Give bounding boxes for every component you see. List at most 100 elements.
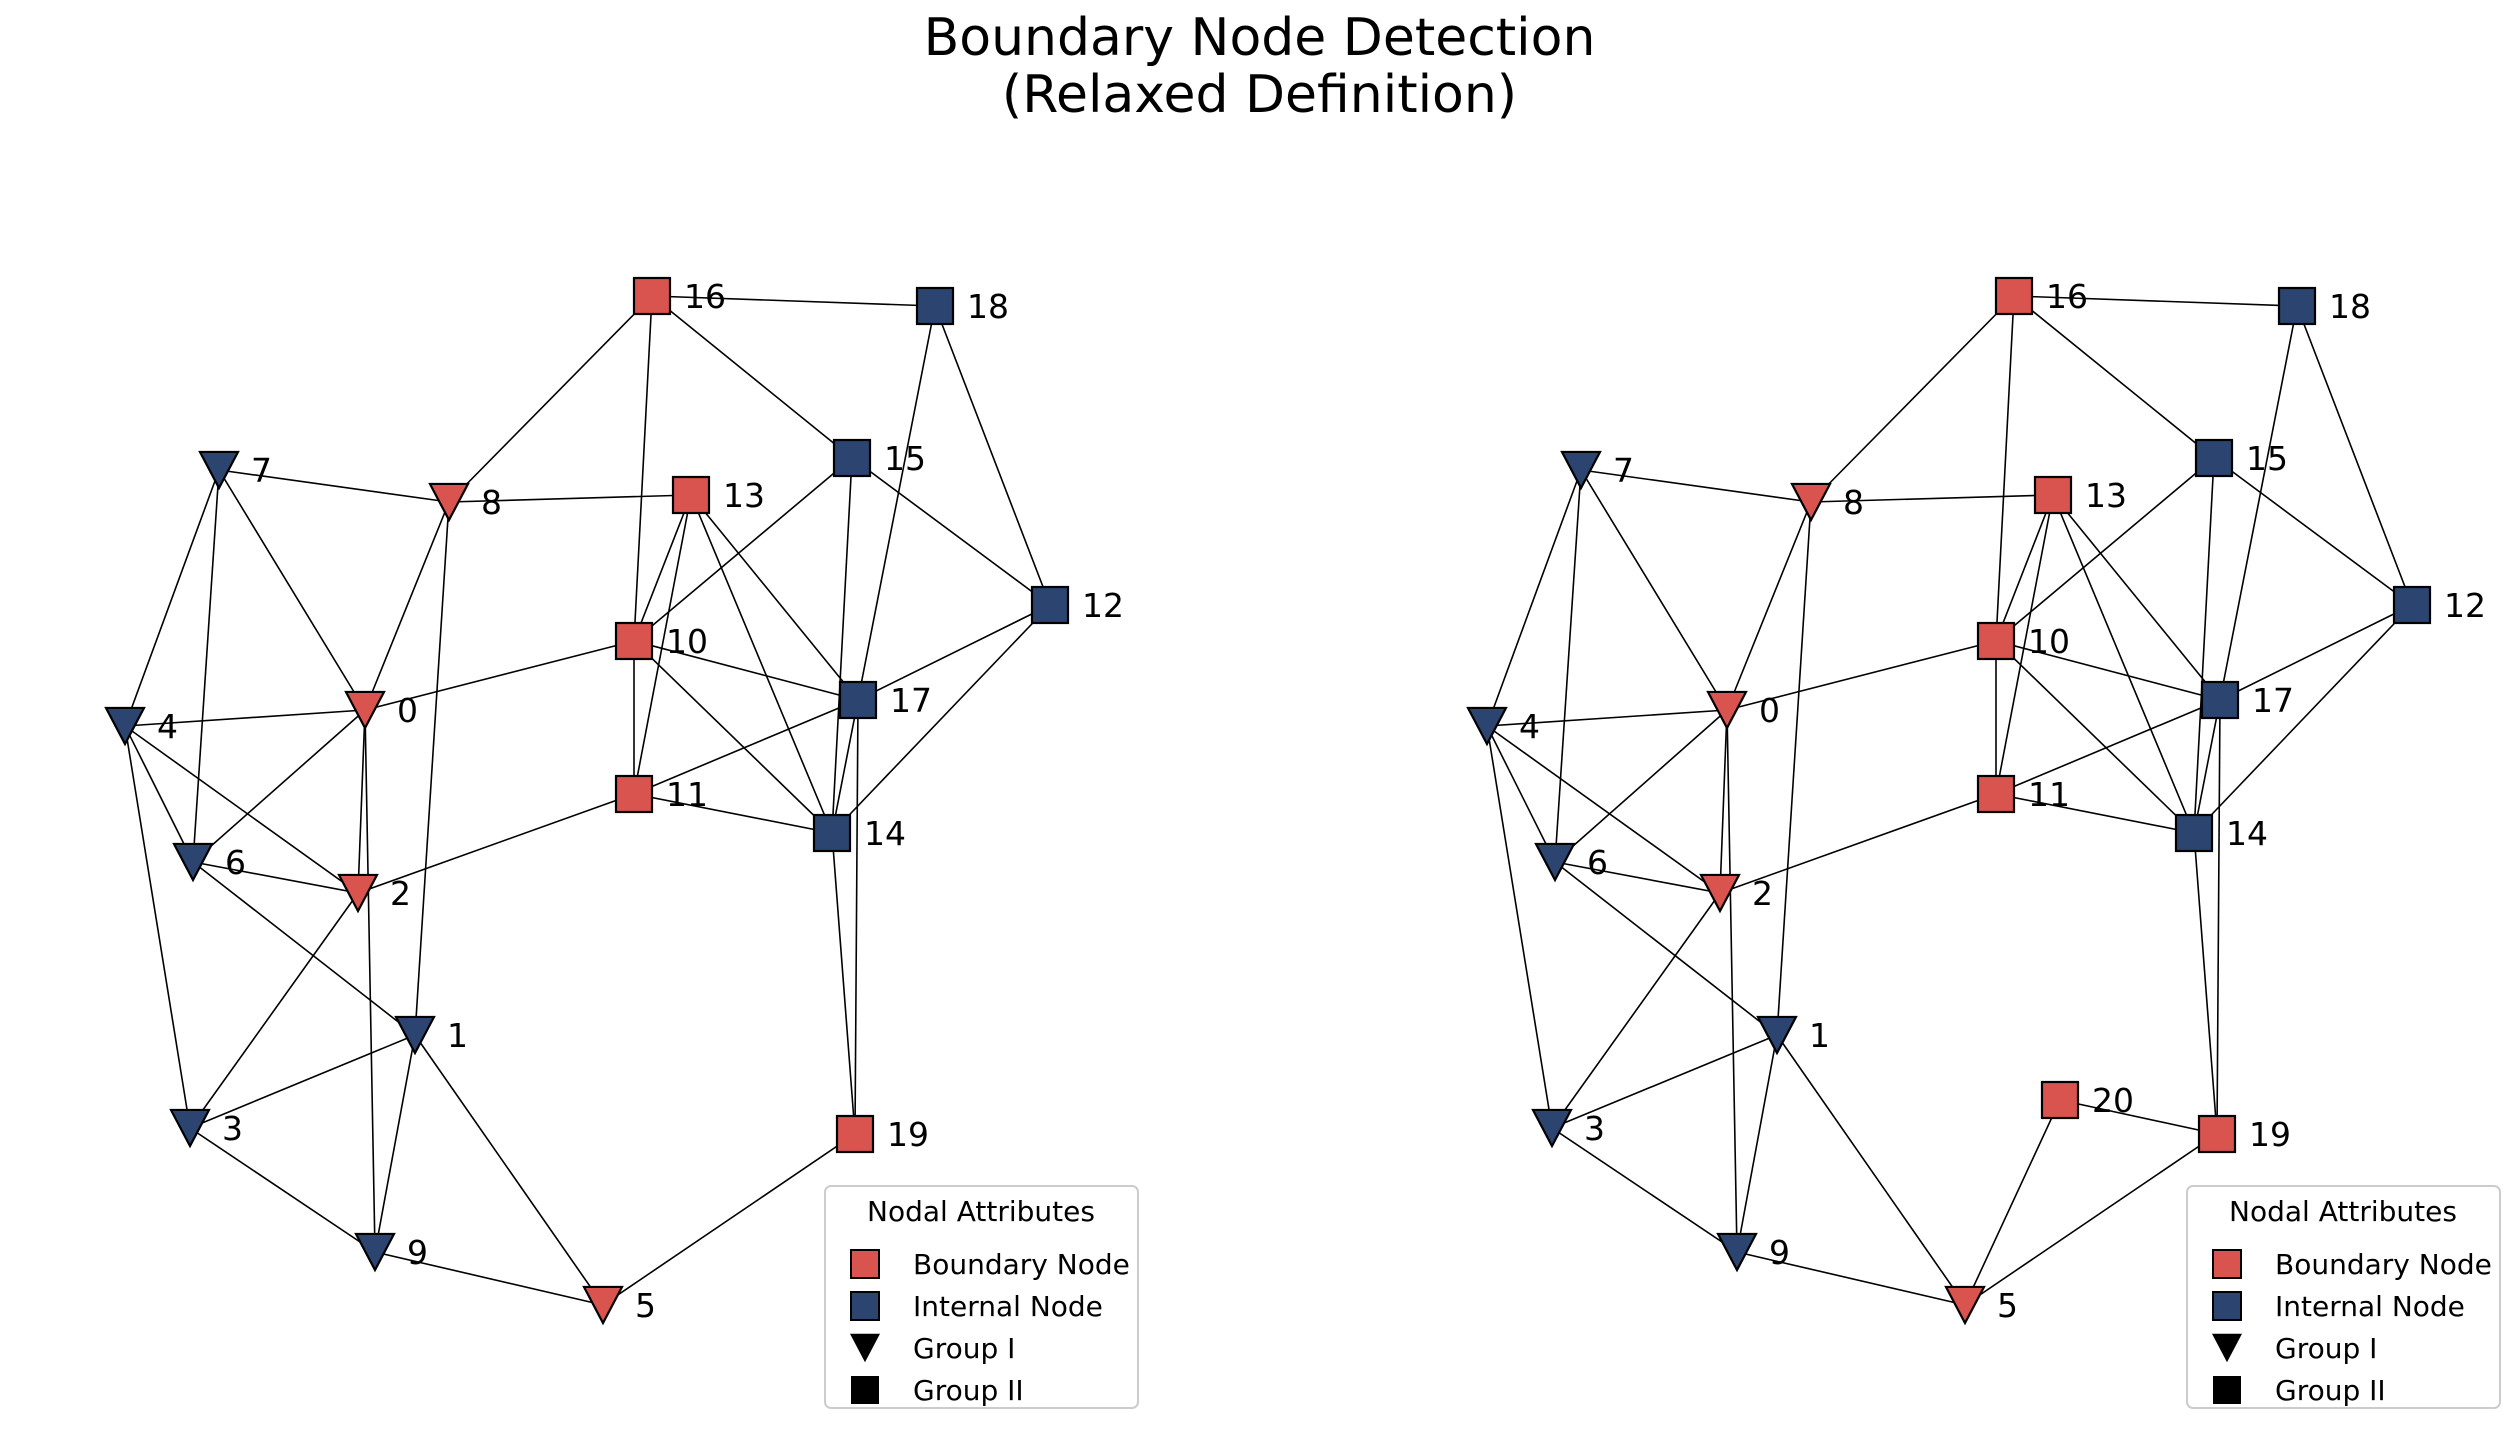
node-3: 3 [1531, 1108, 1605, 1149]
edge-10-14 [1995, 640, 2195, 834]
edge-5-19 [1964, 1133, 2218, 1306]
group-i-triangle-marker [354, 1232, 396, 1273]
group-ii-square-marker [1030, 585, 1070, 625]
edge-7-0 [218, 469, 366, 711]
legend-square-icon [2212, 1291, 2242, 1321]
edge-4-0 [1486, 709, 1728, 727]
node-label: 5 [1997, 1286, 2018, 1325]
node-label: 11 [666, 775, 708, 814]
edge-18-17 [857, 305, 936, 701]
edge-2-3 [189, 892, 359, 1129]
legend-square-icon [850, 1291, 880, 1321]
edge-6-2 [1554, 861, 1721, 894]
node-10: 10 [614, 621, 708, 661]
legend-triangle-icon [850, 1333, 880, 1363]
edge-8-16 [448, 295, 653, 503]
node-label: 11 [2028, 775, 2070, 814]
edge-15-14 [831, 457, 853, 834]
node-4: 4 [1466, 706, 1540, 747]
node-label: 9 [1769, 1233, 1790, 1272]
edge-6-1 [192, 861, 416, 1036]
group-i-triangle-marker [344, 690, 386, 731]
edge-16-15 [2013, 295, 2215, 459]
group-ii-square-marker [835, 1114, 875, 1154]
edge-7-6 [1554, 469, 1582, 863]
node-9: 9 [1716, 1232, 1790, 1273]
node-8: 8 [428, 482, 502, 523]
group-i-triangle-marker [582, 1285, 624, 1326]
node-label: 6 [225, 843, 246, 882]
edge-0-10 [364, 640, 635, 711]
node-label: 20 [2092, 1081, 2134, 1120]
node-18: 18 [915, 286, 1009, 326]
edge-0-6 [1554, 709, 1728, 863]
node-15: 15 [832, 438, 926, 478]
edge-16-15 [651, 295, 853, 459]
edge-10-17 [633, 640, 859, 701]
group-i-triangle-marker [428, 482, 470, 523]
node-16: 16 [1994, 276, 2088, 316]
legend-item-label: Internal Node [2275, 1290, 2465, 1323]
edge-17-19 [854, 699, 859, 1135]
edge-15-10 [1995, 457, 2215, 642]
node-label: 12 [1082, 586, 1124, 625]
group-ii-square-marker [2277, 286, 2317, 326]
group-ii-square-marker [2174, 813, 2214, 853]
edge-0-2 [1719, 709, 1728, 894]
edge-17-12 [857, 604, 1051, 701]
edge-4-3 [1486, 725, 1553, 1129]
group-i-triangle-marker [1534, 842, 1576, 883]
node-5: 5 [1944, 1285, 2018, 1326]
edge-8-1 [1776, 501, 1812, 1036]
node-11: 11 [1976, 774, 2070, 814]
legend-square-icon [850, 1249, 880, 1279]
edge-3-1 [1551, 1034, 1778, 1129]
edge-18-17 [2219, 305, 2298, 701]
edge-3-9 [189, 1127, 376, 1253]
group-i-triangle-marker [104, 706, 146, 747]
group-ii-square-marker [2197, 1114, 2237, 1154]
legend-item: Boundary Node [850, 1248, 1130, 1281]
group-i-triangle-marker [1466, 706, 1508, 747]
edge-8-13 [1810, 494, 2054, 503]
node-label: 1 [1809, 1016, 1830, 1055]
edge-3-9 [1551, 1127, 1738, 1253]
node-11: 11 [614, 774, 708, 814]
node-14: 14 [812, 813, 906, 853]
node-16: 16 [632, 276, 726, 316]
group-ii-square-marker [614, 621, 654, 661]
node-2: 2 [337, 873, 411, 914]
node-label: 17 [2252, 681, 2294, 720]
edge-8-13 [448, 494, 692, 503]
edge-16-10 [633, 295, 653, 642]
edge-3-1 [189, 1034, 416, 1129]
figure-title: Boundary Node Detection (Relaxed Definit… [0, 10, 2519, 124]
node-7: 7 [198, 450, 272, 491]
edge-16-10 [1995, 295, 2015, 642]
edge-17-14 [831, 699, 859, 834]
node-label: 3 [1584, 1109, 1605, 1148]
group-ii-square-marker [1976, 774, 2016, 814]
group-ii-square-marker [671, 475, 711, 515]
group-i-triangle-marker [1716, 1232, 1758, 1273]
edge-0-9 [1726, 709, 1738, 1253]
edge-7-4 [124, 469, 220, 727]
edge-15-14 [2193, 457, 2215, 834]
node-17: 17 [838, 680, 932, 720]
edge-0-8 [364, 501, 450, 711]
legend-item-label: Boundary Node [2275, 1248, 2492, 1281]
edge-2-11 [357, 793, 635, 894]
node-label: 9 [407, 1233, 428, 1272]
group-i-triangle-marker [1531, 1108, 1573, 1149]
edge-0-9 [364, 709, 376, 1253]
edge-0-8 [1726, 501, 1812, 711]
edge-13-10 [1995, 494, 2054, 642]
edge-4-3 [124, 725, 191, 1129]
edge-13-14 [2052, 494, 2195, 834]
edge-13-11 [633, 494, 692, 795]
node-label: 6 [1587, 843, 1608, 882]
title-line-2: (Relaxed Definition) [1001, 65, 1518, 125]
